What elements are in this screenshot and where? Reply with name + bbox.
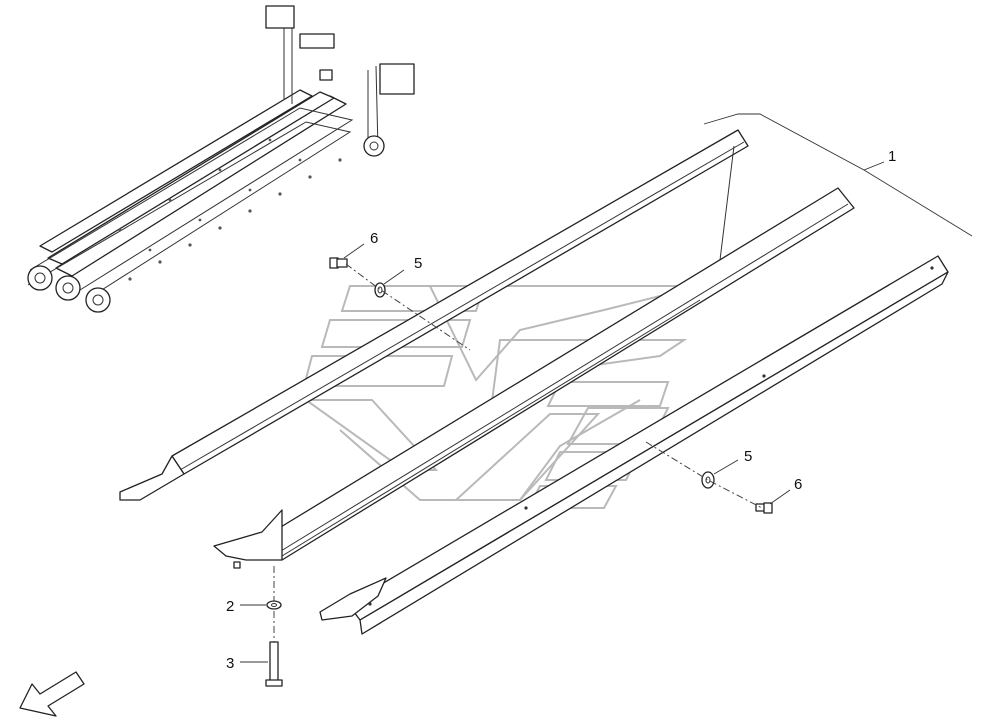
direction-arrow-icon [19, 671, 85, 717]
callout-2: 2 [226, 598, 234, 615]
callout-1: 1 [888, 148, 896, 165]
callout-1-leader-right [863, 169, 973, 237]
callout-5-right: 5 [744, 448, 752, 465]
callout-6-right: 6 [794, 476, 802, 493]
callout-1-leader [703, 113, 885, 171]
bolt-icon [755, 502, 773, 514]
callout-6-top: 6 [370, 230, 378, 247]
bolt-icon [329, 257, 348, 269]
callout-6b-leader [769, 489, 791, 505]
conveyor-assembly-thumbnail-icon [27, 5, 415, 313]
callout-6a-leader [343, 243, 365, 259]
callout-3: 3 [226, 655, 234, 672]
channel-rail-right [319, 255, 949, 635]
long-bolt-icon [265, 641, 283, 687]
channel-rail-middle [213, 187, 855, 569]
washer-icon [374, 282, 386, 298]
callout-5a-leader [383, 269, 405, 285]
callout-5-top: 5 [414, 255, 422, 272]
axis-line-top [345, 263, 471, 351]
callout-5b-leader [713, 459, 739, 475]
washer-icon [701, 471, 715, 489]
washer-icon [266, 600, 282, 610]
